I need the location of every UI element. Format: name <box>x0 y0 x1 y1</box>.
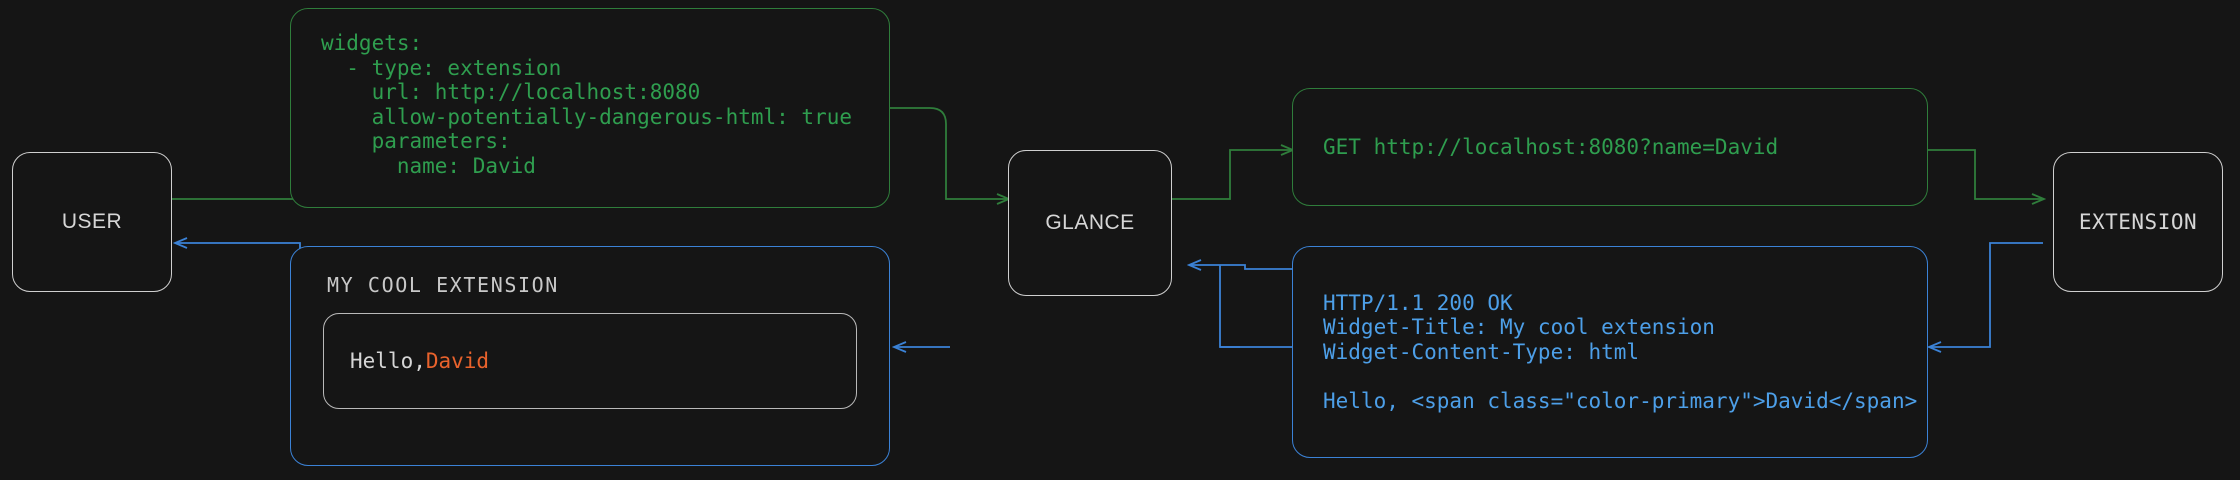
rendered-widget-box: MY COOL EXTENSION Hello, David <box>290 246 890 466</box>
arrow-extension-to-response <box>1930 242 2043 347</box>
config-yaml-text: widgets: - type: extension url: http://l… <box>321 31 853 178</box>
node-extension-label: EXTENSION <box>2078 210 2198 234</box>
config-yaml-box: widgets: - type: extension url: http://l… <box>290 8 890 208</box>
node-extension[interactable]: EXTENSION <box>2053 152 2223 292</box>
rendered-widget-title: MY COOL EXTENSION <box>327 273 559 297</box>
arrow-config-to-glance <box>890 107 1008 199</box>
widget-name-accent: David <box>425 349 490 373</box>
node-user-label: USER <box>61 210 123 233</box>
http-request-text: GET http://localhost:8080?name=David <box>1323 134 1779 159</box>
node-glance[interactable]: GLANCE <box>1008 150 1172 296</box>
arrow-request-to-extension <box>1928 149 2043 199</box>
http-request-box: GET http://localhost:8080?name=David <box>1292 88 1928 206</box>
rendered-widget-content: Hello, David <box>323 313 857 409</box>
http-response-text: HTTP/1.1 200 OK Widget-Title: My cool ex… <box>1323 290 1918 413</box>
arrow-widget-to-user <box>176 243 301 455</box>
arrow-response-to-glance <box>1190 265 1292 269</box>
widget-greeting-text: Hello, <box>350 349 426 373</box>
node-user[interactable]: USER <box>12 152 172 292</box>
http-response-box: HTTP/1.1 200 OK Widget-Title: My cool ex… <box>1292 246 1928 458</box>
node-glance-label: GLANCE <box>1045 211 1135 234</box>
arrow-glance-to-request <box>1172 150 1292 200</box>
